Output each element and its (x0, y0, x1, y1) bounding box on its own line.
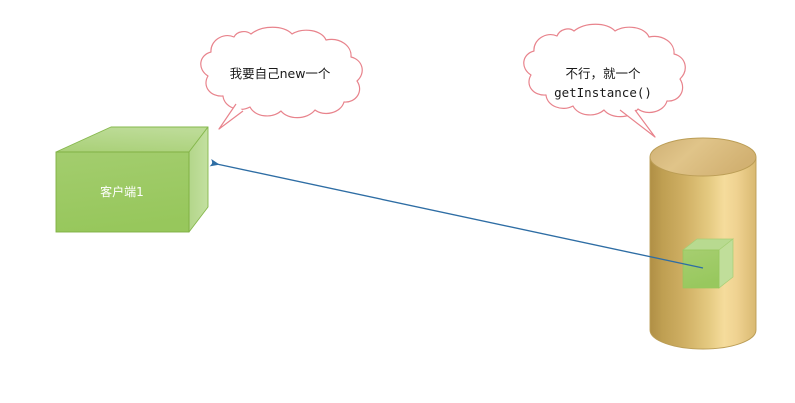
database-cylinder-top (649, 137, 757, 177)
database-cylinder[interactable] (649, 137, 757, 350)
client-box[interactable]: 客户端1 (55, 126, 209, 233)
client-box-top-face (55, 126, 209, 153)
singleton-instance-cube[interactable] (681, 238, 735, 289)
client-box-label: 客户端1 (100, 184, 144, 199)
client-speech-bubble-tail (218, 103, 244, 130)
client-speech-bubble-line-1: 我要自己new一个 (230, 66, 331, 81)
server-speech-bubble-line-1: 不行，就一个 (565, 66, 641, 81)
server-speech-bubble-shape (523, 23, 686, 118)
client-speech-bubble-shape (200, 26, 363, 119)
instance-reference-arrow[interactable] (209, 158, 704, 269)
client-box-front-face (55, 151, 190, 233)
server-speech-bubble-tail (619, 109, 656, 138)
server-speech-bubble[interactable]: 不行，就一个 getInstance() (523, 23, 686, 138)
client-speech-bubble[interactable]: 我要自己new一个 (200, 26, 363, 130)
instance-reference-arrow-line (209, 158, 704, 269)
singleton-instance-cube-front (682, 249, 720, 289)
server-speech-bubble-line-2: getInstance() (554, 85, 652, 100)
